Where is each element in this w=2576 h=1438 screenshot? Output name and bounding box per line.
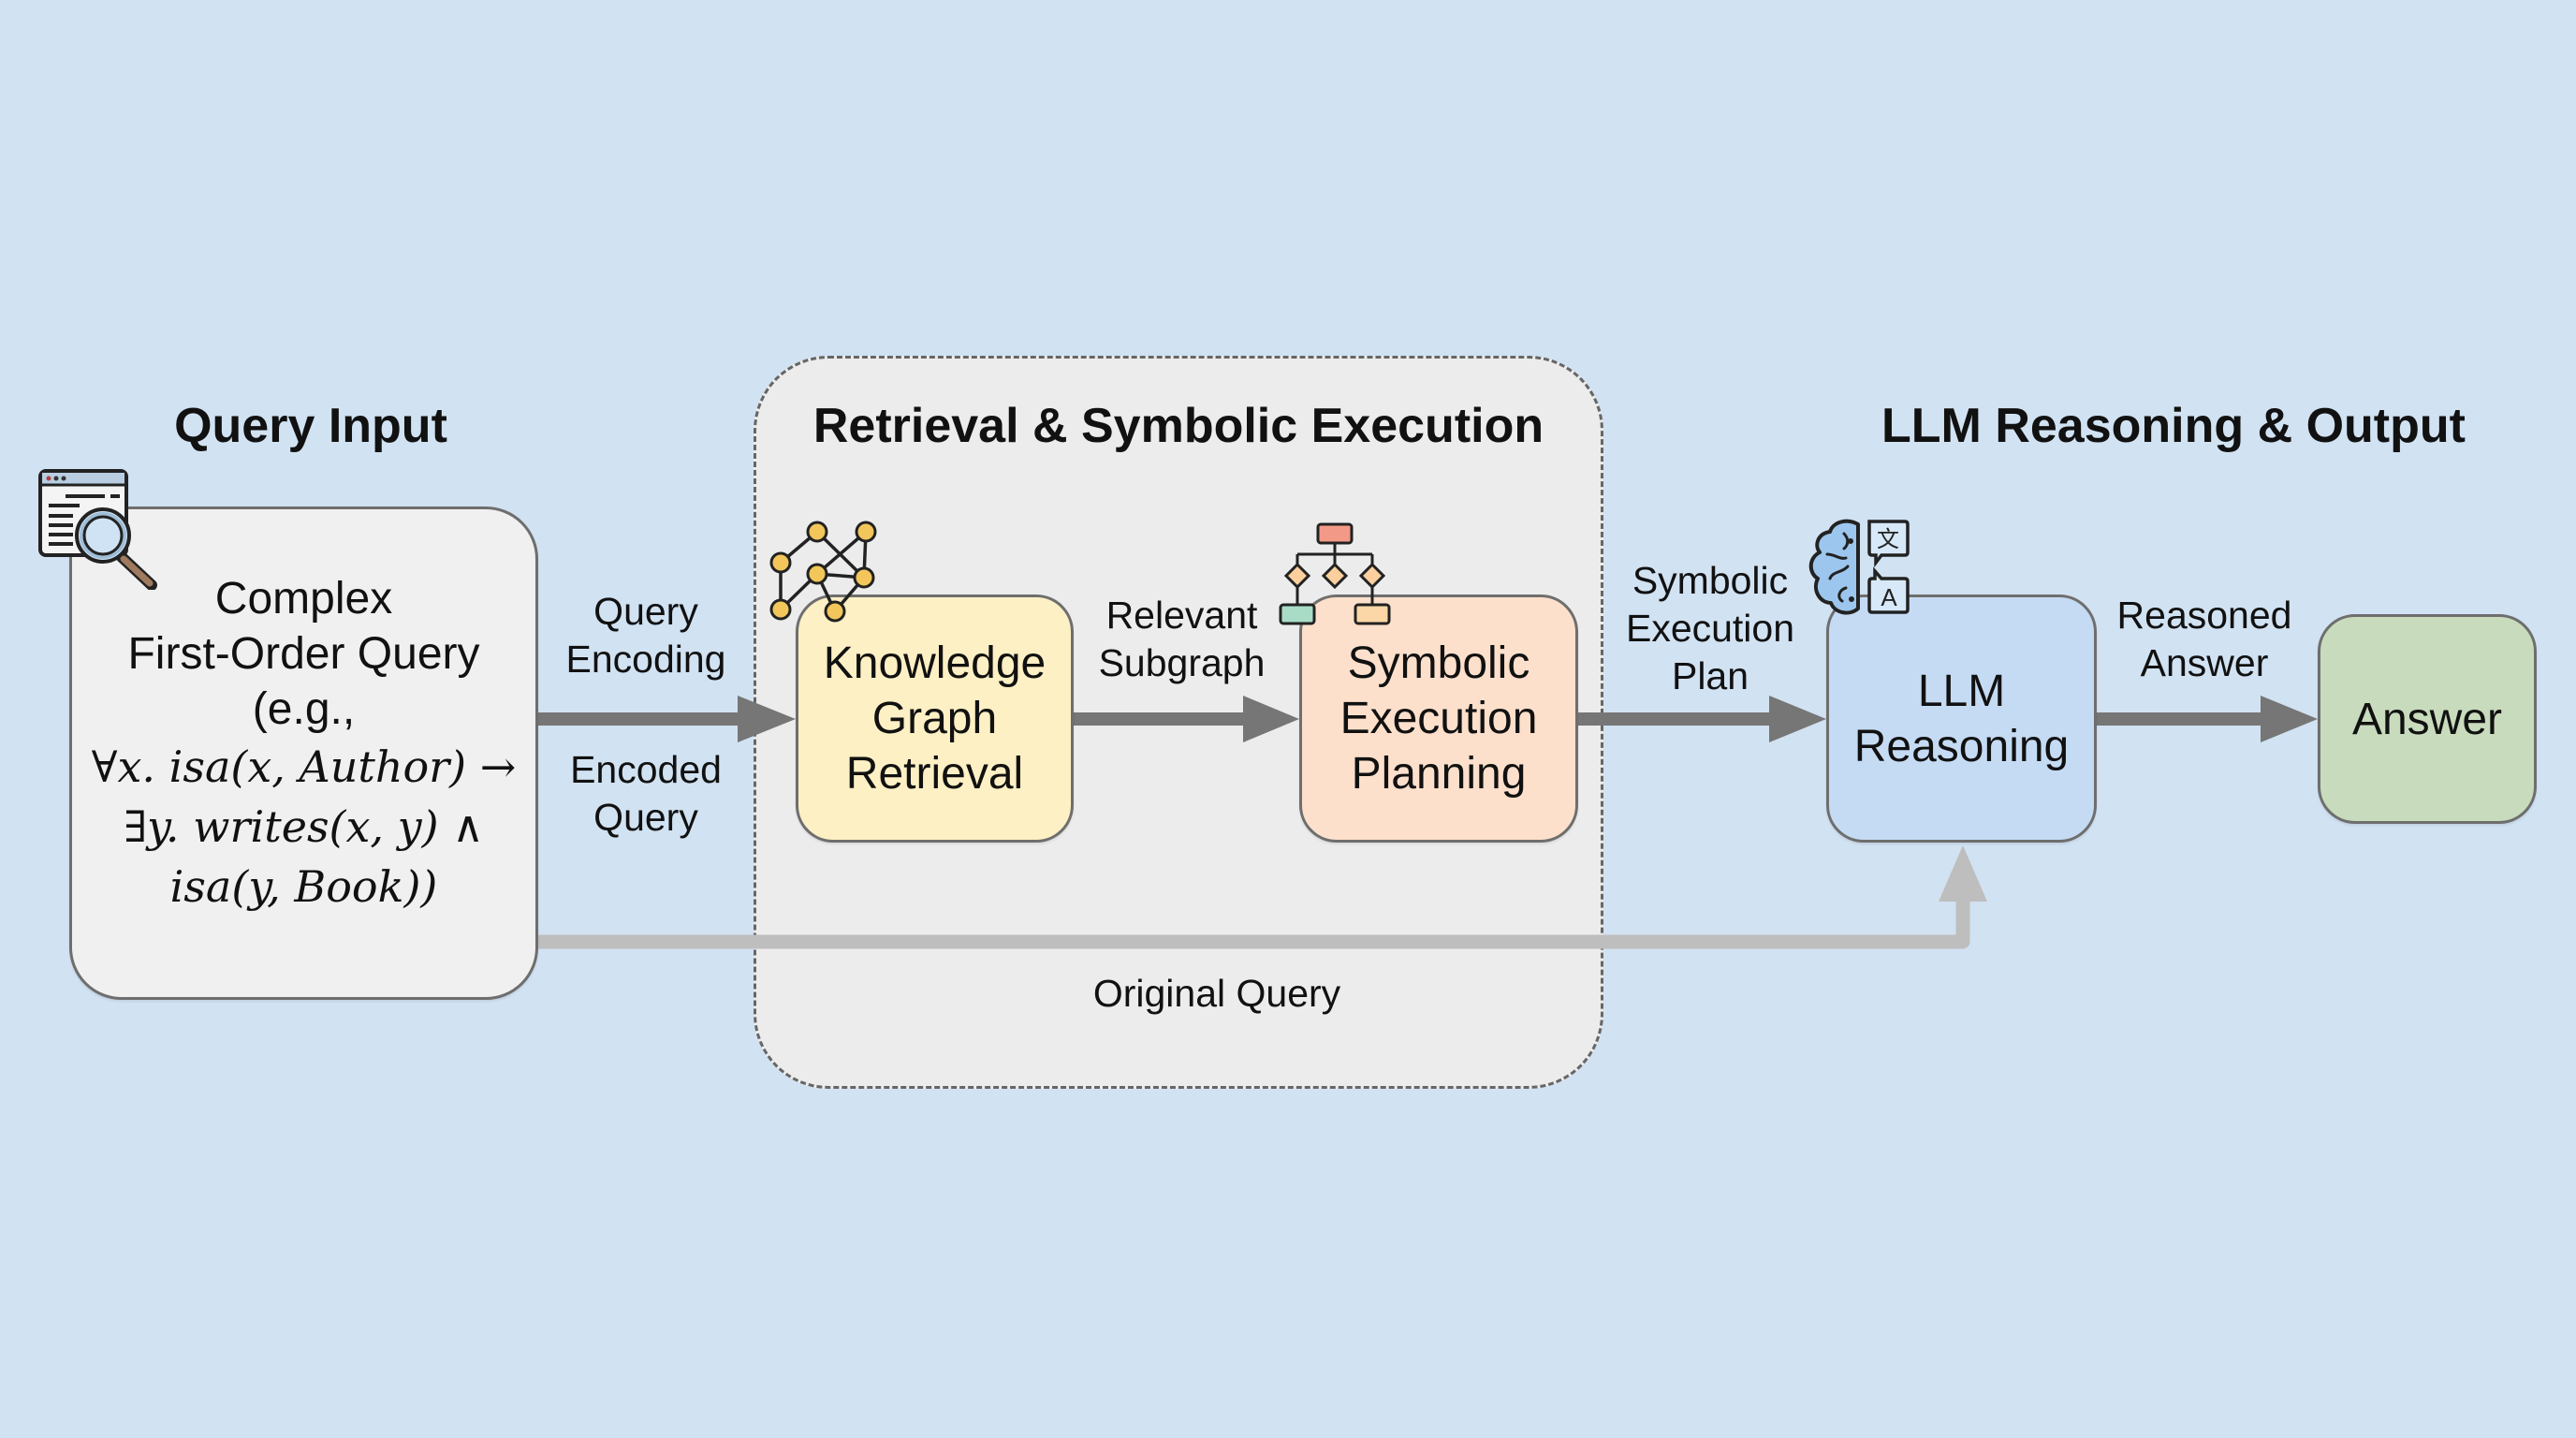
- knowledge-graph-icon: [769, 521, 877, 623]
- llm-node-label: LLM Reasoning: [1853, 666, 2070, 771]
- query-text-line: Complex: [214, 574, 393, 624]
- original-query-arrow: [538, 899, 1970, 949]
- edge-label-reasoned-answer: Reasoned Answer: [2116, 594, 2292, 684]
- query-math-line: ∃y. writes(x, y) ∧: [124, 801, 484, 852]
- kg-node-label: Knowledge Graph Retrieval: [823, 638, 1046, 799]
- flowchart-icon: [1279, 522, 1391, 625]
- section-title-query-input: Query Input: [174, 399, 447, 453]
- document-search-icon: [38, 469, 157, 590]
- original-query-arrowhead: [1939, 845, 1987, 902]
- kg-to-symbolic-arrowhead: [1243, 696, 1299, 742]
- query-to-kg-arrow-shaft: [538, 712, 744, 726]
- llm-reasoning-node[interactable]: LLM Reasoning: [1826, 594, 2097, 843]
- section-title-llm-output: LLM Reasoning & Output: [1881, 399, 2466, 453]
- edge-label-symbolic-execution-plan: Symbolic Execution Plan: [1625, 559, 1795, 697]
- llm-to-answer-arrow-shaft: [2097, 712, 2265, 726]
- query-text-line: First-Order Query: [127, 629, 480, 679]
- edge-label-encoded-query: Encoded Query: [570, 748, 722, 839]
- query-math-line: ∀x. isa(x, Author) →: [91, 741, 517, 792]
- query-math-line: isa(y, Book)): [169, 861, 438, 912]
- symbolic-to-llm-arrowhead: [1769, 696, 1826, 742]
- knowledge-graph-retrieval-node[interactable]: Knowledge Graph Retrieval: [796, 594, 1074, 843]
- symbolic-execution-planning-node[interactable]: Symbolic Execution Planning: [1299, 594, 1578, 843]
- svg-text:A: A: [1881, 583, 1897, 611]
- edge-label-relevant-subgraph: Relevant Subgraph: [1098, 594, 1266, 684]
- answer-node-label: Answer: [2351, 694, 2503, 744]
- edge-label-query-encoding: Query Encoding: [565, 590, 726, 681]
- symbolic-node-label: Symbolic Execution Planning: [1339, 638, 1538, 799]
- section-title-retrieval: Retrieval & Symbolic Execution: [812, 399, 1544, 453]
- answer-node[interactable]: Answer: [2318, 614, 2537, 824]
- llm-to-answer-arrowhead: [2261, 696, 2318, 742]
- kg-to-symbolic-arrow-shaft: [1074, 712, 1247, 726]
- edge-label-original-query: Original Query: [1092, 972, 1341, 1015]
- symbolic-to-llm-arrow-shaft: [1578, 712, 1775, 726]
- brain-translate-icon: 文 A: [1808, 519, 1910, 615]
- query-to-kg-arrowhead: [738, 696, 796, 742]
- svg-text:文: 文: [1877, 526, 1899, 552]
- query-text-line: (e.g.,: [252, 684, 356, 734]
